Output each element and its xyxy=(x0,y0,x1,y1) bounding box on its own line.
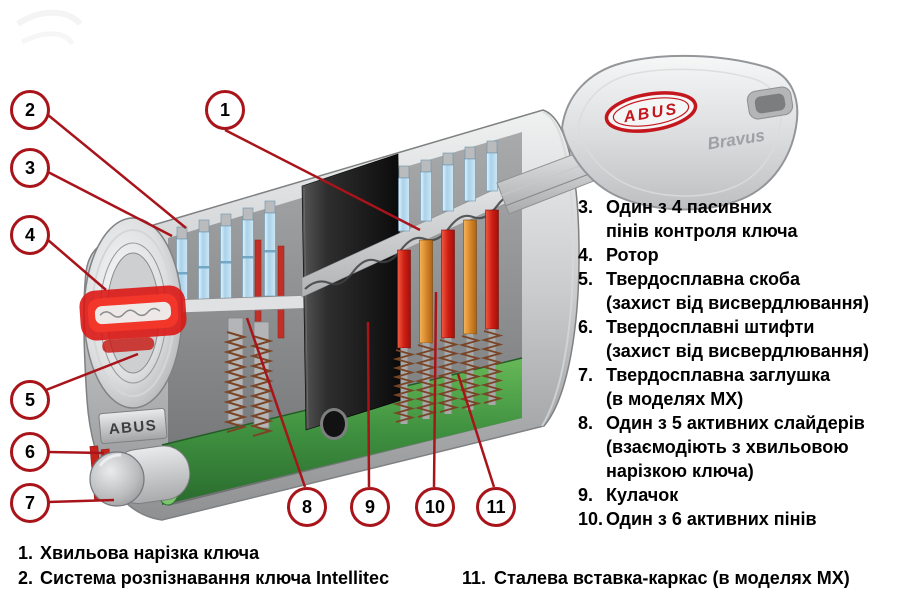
legend-item-number: 9. xyxy=(578,485,594,505)
hardened-plug xyxy=(89,445,191,507)
plate-brand-text: ABUS xyxy=(108,417,158,438)
legend-item-text: Твердосплавна заглушка (в моделях MX) xyxy=(606,365,831,409)
legend-item-number: 8. xyxy=(578,413,594,433)
legend-item-number: 3. xyxy=(578,197,594,217)
legend-item-7: 7. Твердосплавна заглушка (в моделях MX) xyxy=(578,363,900,411)
legend-item-text: Кулачок xyxy=(606,485,679,505)
active-pins xyxy=(397,209,499,349)
legend-item-text: Сталева вставка-каркас (в моделях MX) xyxy=(494,568,850,588)
legend-item-1: 1. Хвильова нарізка ключа xyxy=(18,541,458,566)
callout-10: 10 xyxy=(415,487,455,527)
callout-5: 5 xyxy=(10,380,50,420)
pin-springs xyxy=(392,329,504,424)
callout-7: 7 xyxy=(10,483,50,523)
legend-item-text: Система розпізнавання ключа Intellitec xyxy=(40,568,390,588)
legend-bottom-left: 1. Хвильова нарізка ключа 2. Система розпі… xyxy=(18,541,458,591)
legend-item-text: Твердосплавні штифти (захист від висверд… xyxy=(606,317,869,361)
legend-item-number: 5. xyxy=(578,269,594,289)
legend-item-number: 11. xyxy=(462,568,487,588)
passive-pins-left xyxy=(176,200,276,313)
callout-2: 2 xyxy=(10,90,50,130)
legend-item-11: 11. Сталева вставка-каркас (в моделях MX) xyxy=(462,566,898,590)
callout-3: 3 xyxy=(10,148,50,188)
legend-item-4: 4. Ротор xyxy=(578,243,900,267)
key-head: ABUS Bravus xyxy=(560,54,799,211)
callout-4: 4 xyxy=(10,215,50,255)
key-slot-detail xyxy=(746,86,794,120)
callout-6: 6 xyxy=(10,432,50,472)
legend-item-text: Один з 6 активних пінів xyxy=(606,509,817,529)
legend-item-2: 2. Система розпізнавання ключа Intellitec xyxy=(18,566,458,591)
legend-item-text: Один з 4 пасивних пінів контроля ключа xyxy=(606,197,798,241)
callout-1: 1 xyxy=(205,90,245,130)
red-keyway xyxy=(79,285,187,353)
legend-right-column: 3. Один з 4 пасивних пінів контроля ключа… xyxy=(578,195,900,531)
fixing-hole xyxy=(320,408,348,440)
key-logo-oval: ABUS xyxy=(604,91,698,133)
legend-item-6: 6. Твердосплавні штифти (захист від висве… xyxy=(578,315,900,363)
legend-item-number: 1. xyxy=(18,543,34,563)
rotor-highlight xyxy=(303,187,309,429)
abus-plate: ABUS xyxy=(98,407,168,445)
legend-item-number: 4. xyxy=(578,245,594,265)
legend-item-number: 10. xyxy=(578,509,604,529)
callout-9: 9 xyxy=(350,487,390,527)
legend-item-5: 5. Твердосплавна скоба (захист від висвер… xyxy=(578,267,900,315)
watermark xyxy=(16,9,83,46)
legend-item-9: 9. Кулачок xyxy=(578,483,900,507)
legend-item-number: 7. xyxy=(578,365,594,385)
legend-item-3: 3. Один з 4 пасивних пінів контроля ключа xyxy=(578,195,900,243)
legend-item-text: Твердосплавна скоба (захист від висвердл… xyxy=(606,269,869,313)
legend-item-10: 10.Один з 6 активних пінів xyxy=(578,507,900,531)
legend-item-8: 8. Один з 5 активних слайдерів (взаємодію… xyxy=(578,411,900,483)
legend-item-text: Ротор xyxy=(606,245,659,265)
legend-item-text: Хвильова нарізка ключа xyxy=(40,543,260,563)
callout-lines xyxy=(45,114,496,504)
callout-8: 8 xyxy=(287,487,327,527)
hardened-clip xyxy=(102,337,155,353)
legend-item-number: 2. xyxy=(18,568,34,588)
callout-11: 11 xyxy=(476,487,516,527)
legend-item-number: 6. xyxy=(578,317,594,337)
front-face xyxy=(79,217,187,409)
control-pins-right xyxy=(398,140,498,232)
cylinder-end-highlight xyxy=(541,111,575,427)
legend-bottom-right: 11. Сталева вставка-каркас (в моделях MX) xyxy=(462,566,898,590)
legend-item-text: Один з 5 активних слайдерів (взаємодіють… xyxy=(606,413,865,481)
